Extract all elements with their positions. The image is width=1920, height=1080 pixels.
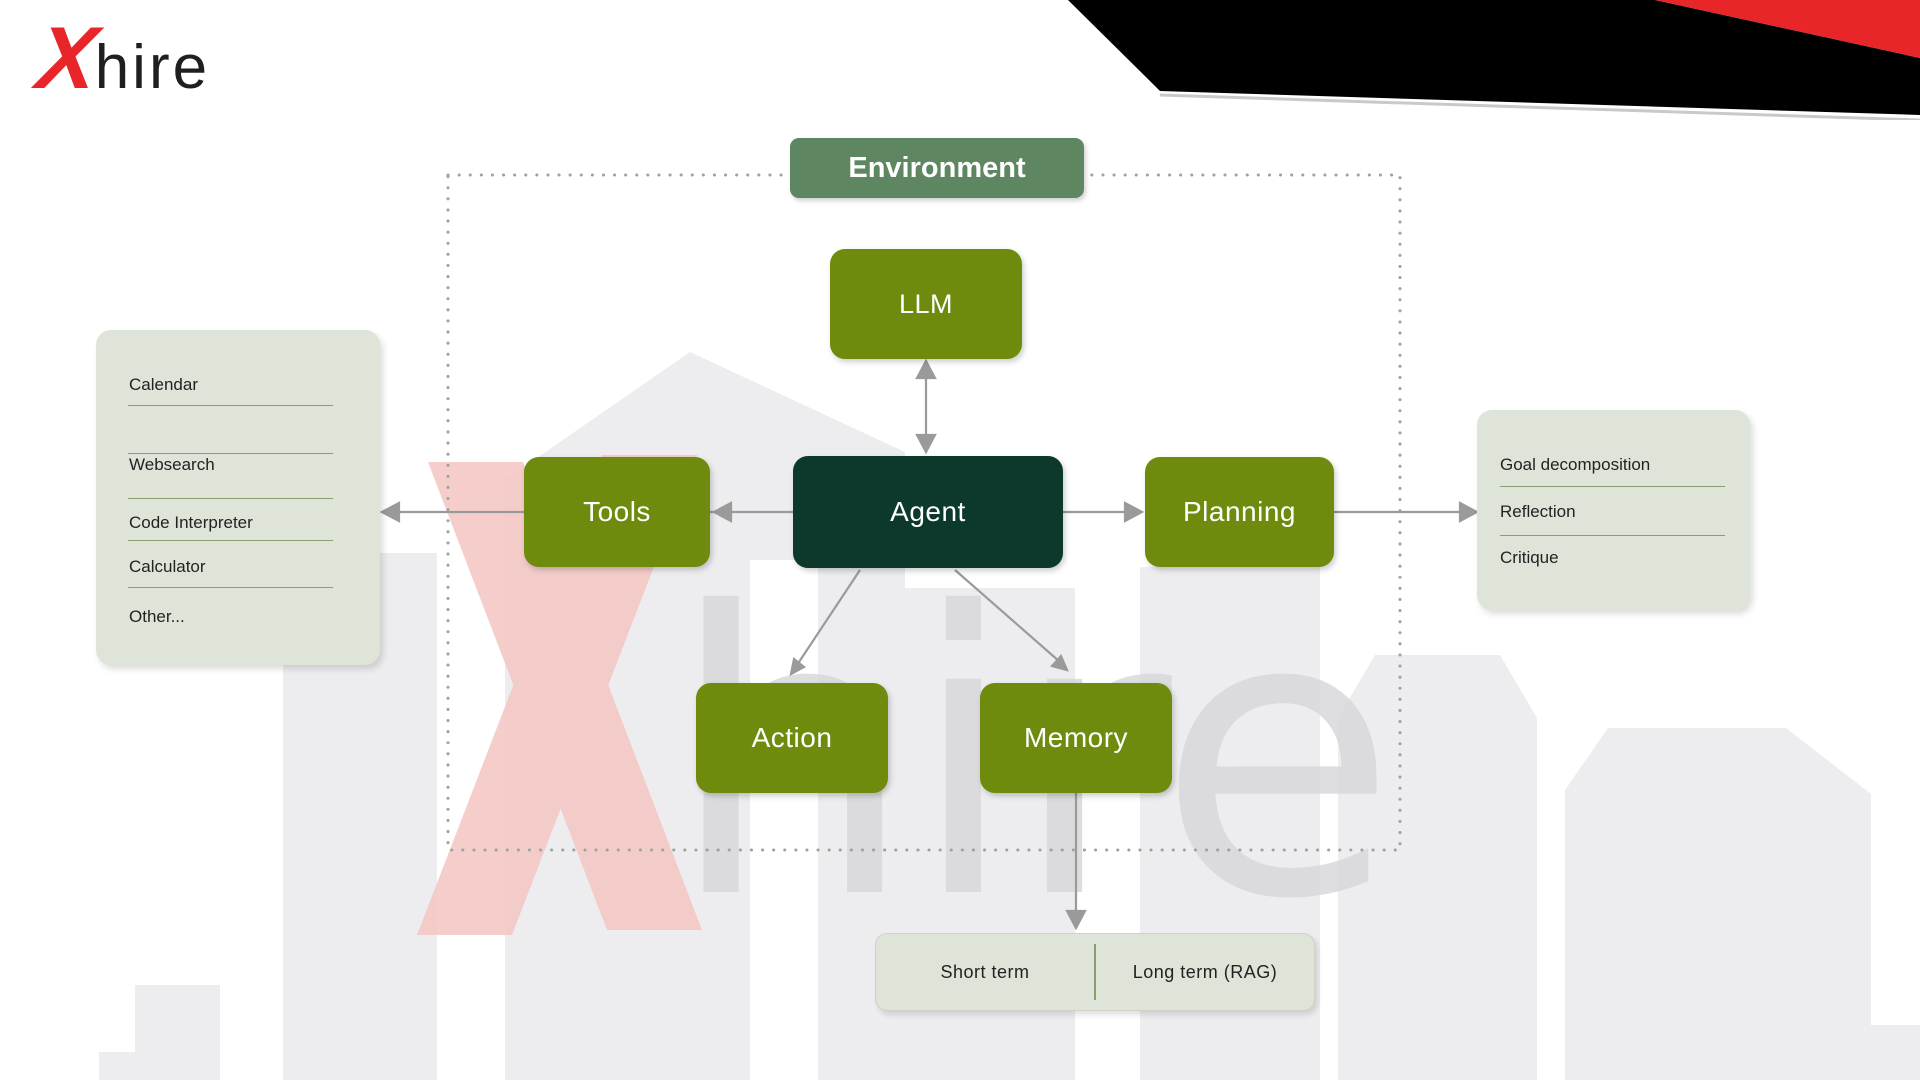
corner-banner: [1068, 0, 1920, 120]
memory-types-box: Short term Long term (RAG): [875, 933, 1315, 1011]
tools-list-item: Calculator: [129, 557, 206, 576]
tools-list-item: Code Interpreter: [129, 513, 253, 532]
node-tools: Tools: [524, 457, 710, 567]
skyline-gap: [750, 560, 818, 1080]
tools-list-item: Calendar: [129, 375, 198, 394]
tools-list-panel: Calendar Websearch Code Interpreter Calc…: [96, 330, 380, 665]
node-memory: Memory: [980, 683, 1172, 793]
tools-list-item: Other...: [129, 607, 185, 626]
planning-list-panel: Goal decomposition Reflection Critique: [1477, 410, 1750, 610]
memory-short-term-label: Short term: [940, 961, 1030, 982]
divider: [1500, 486, 1725, 487]
node-agent: Agent: [793, 456, 1063, 568]
divider: [128, 405, 333, 406]
arrowhead-to-tools-list: [379, 501, 401, 523]
banner-black-shape: [1068, 0, 1920, 115]
planning-list-item: Critique: [1500, 548, 1559, 567]
watermark-x-icon: [417, 455, 702, 935]
planning-list-item: Reflection: [1500, 502, 1576, 521]
divider: [1500, 535, 1725, 536]
divider: [128, 453, 333, 454]
arrowhead-to-planning: [1123, 501, 1145, 523]
logo-wordmark: hire: [94, 33, 211, 102]
memory-long-term-label: Long term (RAG): [1132, 961, 1278, 982]
tools-list-item: Websearch: [129, 455, 215, 474]
planning-list-item: Goal decomposition: [1500, 455, 1651, 474]
logo-x-mark: X: [32, 8, 98, 107]
arrowhead-to-tools: [711, 501, 733, 523]
arrowhead-to-agent: [915, 433, 937, 455]
arrowhead-to-memory: [1049, 653, 1069, 672]
node-action: Action: [696, 683, 888, 793]
divider: [128, 540, 333, 541]
node-planning: Planning: [1145, 457, 1334, 567]
divider: [128, 498, 333, 499]
banner-red-shape: [1655, 0, 1920, 58]
divider: [128, 587, 333, 588]
divider: [1094, 944, 1096, 1000]
environment-label: Environment: [790, 138, 1084, 198]
arrowhead-to-action: [789, 657, 806, 677]
node-llm: LLM: [830, 249, 1022, 359]
arrowhead-to-llm: [915, 358, 937, 380]
arrowhead-to-planning-list: [1458, 501, 1480, 523]
arrowhead-to-memory-types: [1065, 909, 1087, 931]
